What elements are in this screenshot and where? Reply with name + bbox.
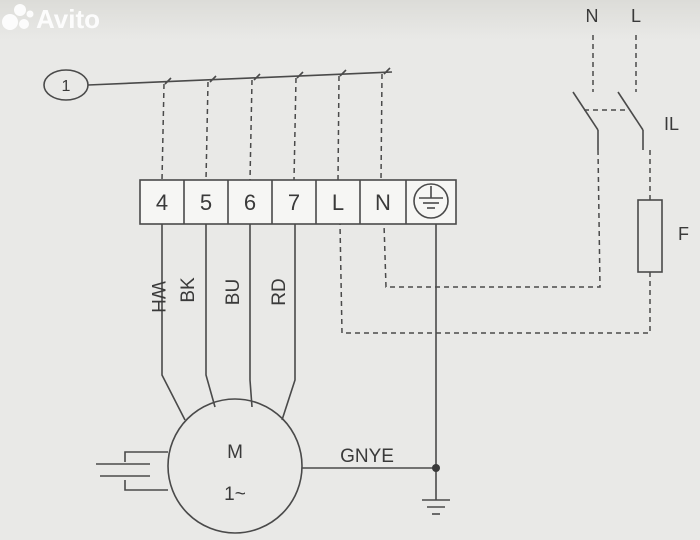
- ground-junction-dot: [432, 464, 440, 472]
- bus-drop-lines: [161, 73, 383, 181]
- terminal-l-label: L: [332, 190, 344, 215]
- terminal-block: 4 5 6 7 L N: [139, 179, 457, 225]
- wire-label-bk: BK: [178, 277, 199, 303]
- supply-neutral-label: N: [586, 6, 599, 26]
- earth-icon: [413, 183, 449, 219]
- fuse-label: F: [678, 224, 689, 244]
- ground-wire-label: GNYE: [340, 446, 394, 467]
- reference-marker: 1: [43, 69, 89, 101]
- line-feed-lower: [339, 223, 651, 334]
- control-bus-line: [87, 71, 393, 86]
- switch-label: IL: [664, 114, 679, 134]
- terminal-5-label: 5: [200, 190, 212, 215]
- terminal-6-label: 6: [244, 190, 256, 215]
- motor-name-label: M: [227, 442, 243, 463]
- background-shade: [0, 0, 700, 40]
- terminal-4-label: 4: [156, 190, 168, 215]
- isolator-switch-icon: [572, 91, 644, 150]
- motor: M 1~: [167, 398, 303, 534]
- reference-marker-label: 1: [62, 78, 71, 95]
- supply-lines: [592, 35, 637, 92]
- terminal-7-label: 7: [288, 190, 300, 215]
- motor-phase-label: 1~: [224, 484, 246, 505]
- avito-watermark-text: Avito: [36, 4, 100, 34]
- supply-line-label: L: [631, 6, 641, 26]
- avito-watermark: Avito: [2, 4, 100, 34]
- terminal-n-label: N: [375, 190, 391, 215]
- wire-label-bu: BU: [223, 279, 244, 305]
- ground-icon: [422, 499, 450, 515]
- wire-label-rd: RD: [269, 278, 290, 305]
- motor-wires: [161, 224, 296, 421]
- wire-label-wh: WH: [147, 281, 168, 313]
- bus-tick-marks: [164, 67, 391, 85]
- neutral-return-line: [383, 149, 601, 288]
- avito-logo-icon: [2, 4, 34, 30]
- fuse-icon: [637, 199, 663, 273]
- capacitor-icon: [96, 451, 168, 491]
